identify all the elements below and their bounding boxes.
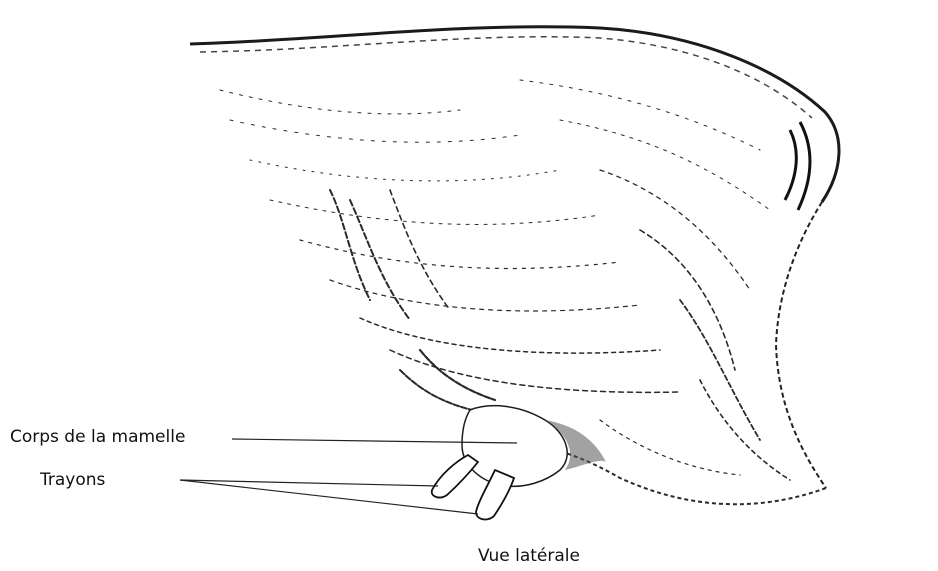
front-teat [432,455,478,497]
trayons-leader-line-1 [180,480,438,486]
caption-lateral-view: Vue latérale [478,546,580,566]
label-teats: Trayons [40,470,105,490]
label-udder-body: Corps de la mamelle [10,427,185,447]
trayons-leader-line-2 [180,480,478,514]
